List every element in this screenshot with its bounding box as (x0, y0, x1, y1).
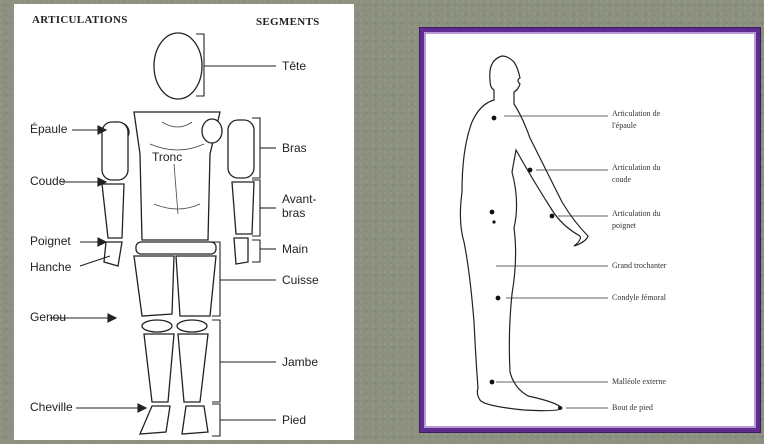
mannequin-right-hand (234, 238, 248, 264)
mannequin-hips (136, 242, 216, 254)
mannequin-right-knee (177, 320, 207, 332)
mannequin-right-arm (228, 120, 254, 178)
dot-knee (496, 296, 501, 301)
label-art-epaule-2: l'épaule (612, 120, 637, 131)
label-poignet: Poignet (30, 234, 71, 248)
label-genou: Genou (30, 310, 66, 324)
segments-diagram-panel: ARTICULATIONS SEGMENTS Tronc Épaule Coud… (14, 4, 354, 440)
landmarks-diagram-panel: Articulation de l'épaule Articulation du… (420, 28, 760, 432)
label-cheville: Cheville (30, 400, 73, 414)
label-art-coude-2: coude (612, 174, 631, 185)
dot-shoulder (492, 116, 497, 121)
label-art-epaule-1: Articulation de (612, 108, 660, 119)
dot-hip-2 (492, 220, 495, 223)
label-jambe: Jambe (282, 355, 318, 369)
label-art-coude-1: Articulation du (612, 162, 661, 173)
label-trochanter: Grand trochanter (612, 260, 666, 271)
profile-figure (424, 32, 756, 428)
label-avant-bras-2: bras (282, 206, 305, 220)
label-coude: Coude (30, 174, 65, 188)
mannequin-left-hand (104, 242, 122, 266)
dot-hip (490, 210, 495, 215)
label-epaule: Épaule (30, 122, 67, 136)
mannequin-left-shin (144, 334, 174, 402)
label-hanche: Hanche (30, 260, 71, 274)
label-art-poignet-1: Articulation du (612, 208, 661, 219)
dot-elbow (528, 168, 533, 173)
mannequin-right-foot (182, 406, 208, 434)
label-condyle: Condyle fémoral (612, 292, 666, 303)
mannequin-left-knee (142, 320, 172, 332)
label-tete: Tête (282, 59, 306, 73)
profile-body-outline (460, 56, 588, 411)
mannequin-left-thigh (134, 256, 174, 316)
label-avant-bras-1: Avant- (282, 192, 316, 206)
mannequin-right-shin (178, 334, 208, 402)
landmark-dots (490, 116, 562, 410)
label-malleole: Malléole externe (612, 376, 666, 387)
mannequin-right-forearm (232, 182, 254, 234)
dot-toe (558, 406, 562, 410)
label-tronc: Tronc (152, 150, 182, 164)
mannequin-head (154, 33, 202, 99)
label-pied: Pied (282, 413, 306, 427)
mannequin-left-foot (140, 406, 170, 434)
mannequin-left-arm (102, 122, 128, 180)
dot-wrist (550, 214, 555, 219)
header-articulations: ARTICULATIONS (32, 14, 128, 26)
dot-ankle (490, 380, 495, 385)
label-main: Main (282, 242, 308, 256)
label-art-poignet-2: poignet (612, 220, 636, 231)
label-bras: Bras (282, 141, 307, 155)
mannequin-left-forearm (102, 184, 124, 238)
label-cuisse: Cuisse (282, 273, 319, 287)
landmark-leader-lines (496, 116, 608, 408)
label-bout-pied: Bout de pied (612, 402, 653, 413)
header-segments: SEGMENTS (256, 16, 320, 28)
mannequin-right-shoulder (202, 119, 222, 143)
mannequin-right-thigh (176, 256, 216, 316)
